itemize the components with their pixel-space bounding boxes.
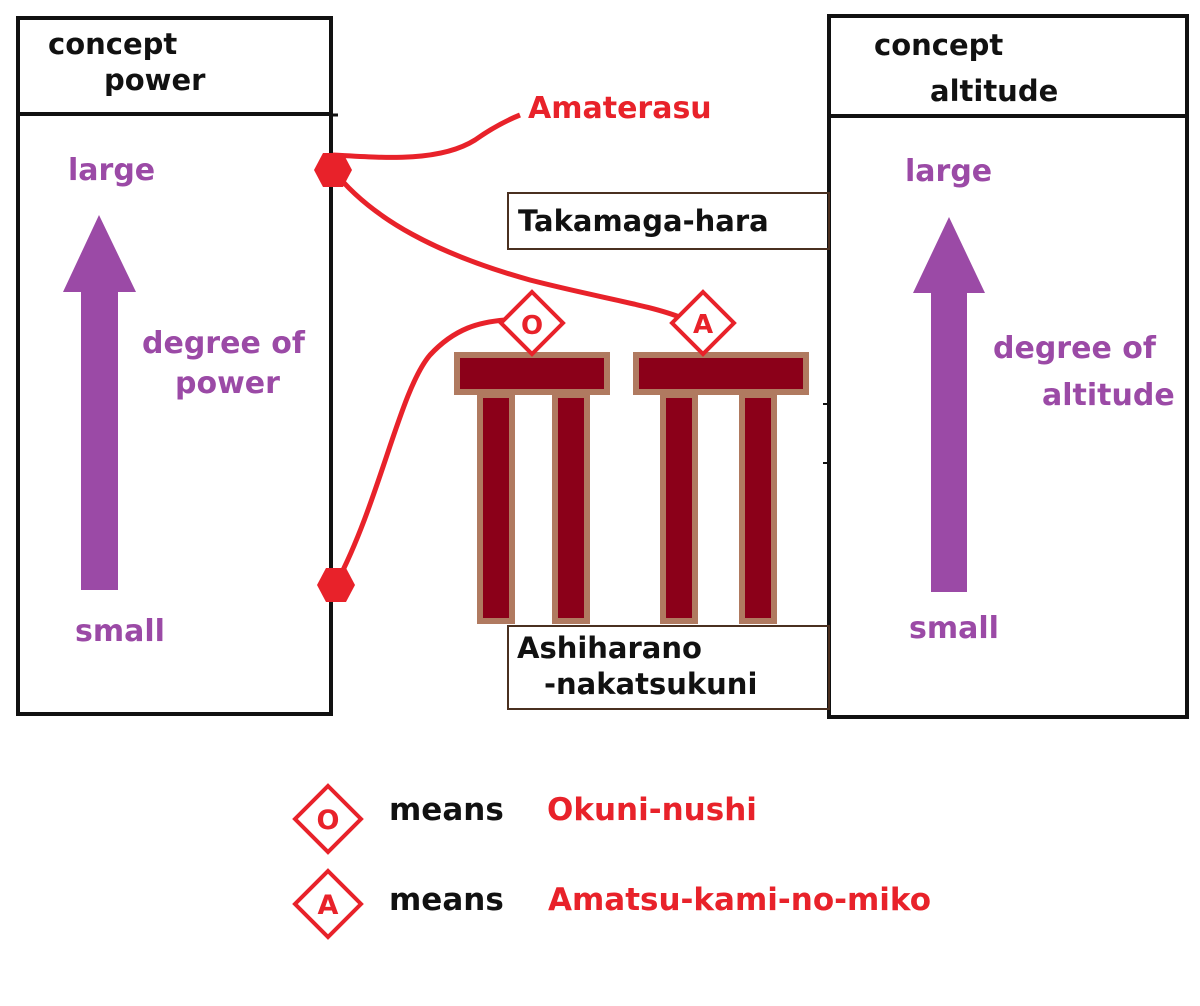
okuninushi-connector-line <box>334 317 506 584</box>
altitude-small-label: small <box>909 611 999 646</box>
amaterasu-connector-line <box>332 112 521 160</box>
legend-o-name: Okuni-nushi <box>547 792 757 828</box>
altitude-degree-name: altitude <box>1042 378 1175 413</box>
altitude-scale-box <box>827 114 1189 719</box>
power-large-label: large <box>68 153 156 188</box>
pillar-leg <box>660 392 698 624</box>
power-up-arrow <box>63 215 136 590</box>
diamond-shape <box>292 783 364 855</box>
power-degree-label: degree of <box>142 326 305 361</box>
power-scale-box <box>16 112 333 716</box>
legend-a-means: means <box>389 882 504 918</box>
altitude-up-arrow <box>913 217 985 592</box>
power-concept-name: power <box>104 63 206 97</box>
legend-a-name: Amatsu-kami-no-miko <box>548 882 931 918</box>
okuninushi-marker: O <box>498 289 566 357</box>
power-concept-label: concept <box>48 27 178 61</box>
takamagahara-label: Takamaga-hara <box>518 204 769 238</box>
diamond-shape <box>498 289 566 357</box>
altitude-concept-name: altitude <box>930 74 1059 108</box>
takamagahara-box <box>507 192 830 250</box>
pillar-crossbar <box>454 352 610 395</box>
amaterasu-to-a-line <box>331 168 683 321</box>
power-level-node-high <box>314 153 352 187</box>
pillar-leg <box>477 392 515 624</box>
legend-o-means: means <box>389 792 504 828</box>
legend-a-symbol: A <box>292 868 364 940</box>
amatsukami-marker: A <box>669 289 737 357</box>
diamond-letter: O <box>317 805 340 836</box>
diamond-shape <box>669 289 737 357</box>
diamond-letter: O <box>521 311 543 341</box>
ashiharano-box <box>507 625 830 710</box>
pillar-crossbar <box>633 352 809 395</box>
left-pillar-structure <box>454 352 610 624</box>
legend-o-symbol: O <box>292 783 364 855</box>
diamond-shape <box>292 868 364 940</box>
power-level-node-low <box>317 568 355 602</box>
pillar-leg <box>739 392 777 624</box>
right-pillar-structure <box>633 352 809 624</box>
amaterasu-label: Amaterasu <box>528 91 712 126</box>
altitude-degree-label: degree of <box>993 331 1156 366</box>
altitude-large-label: large <box>905 154 993 189</box>
power-degree-name: power <box>175 366 280 401</box>
ashiharano-label: Ashiharano <box>517 631 702 665</box>
diamond-letter: A <box>318 890 339 921</box>
nakatsukuni-label: -nakatsukuni <box>544 667 758 701</box>
altitude-concept-label: concept <box>874 28 1004 62</box>
power-small-label: small <box>75 614 165 649</box>
pillar-leg <box>552 392 590 624</box>
diamond-letter: A <box>693 310 713 340</box>
